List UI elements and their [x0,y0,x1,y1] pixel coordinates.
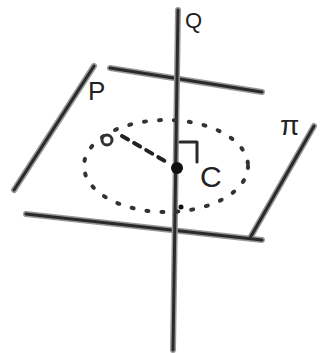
point-on-circle [102,135,112,145]
right-angle-mark [180,142,197,162]
perpendicular-line [173,10,178,350]
center-label: C [200,162,222,192]
plane-outline [14,66,314,240]
dotted-circle [84,120,248,212]
plane-outline-halo [14,66,314,240]
center-point [171,162,183,174]
small-dot [179,205,184,210]
line-label: Q [185,10,202,32]
line-halo [173,10,178,350]
plane-label: π [280,112,299,140]
radius-dashed [122,136,170,164]
point-label: P [88,78,105,104]
